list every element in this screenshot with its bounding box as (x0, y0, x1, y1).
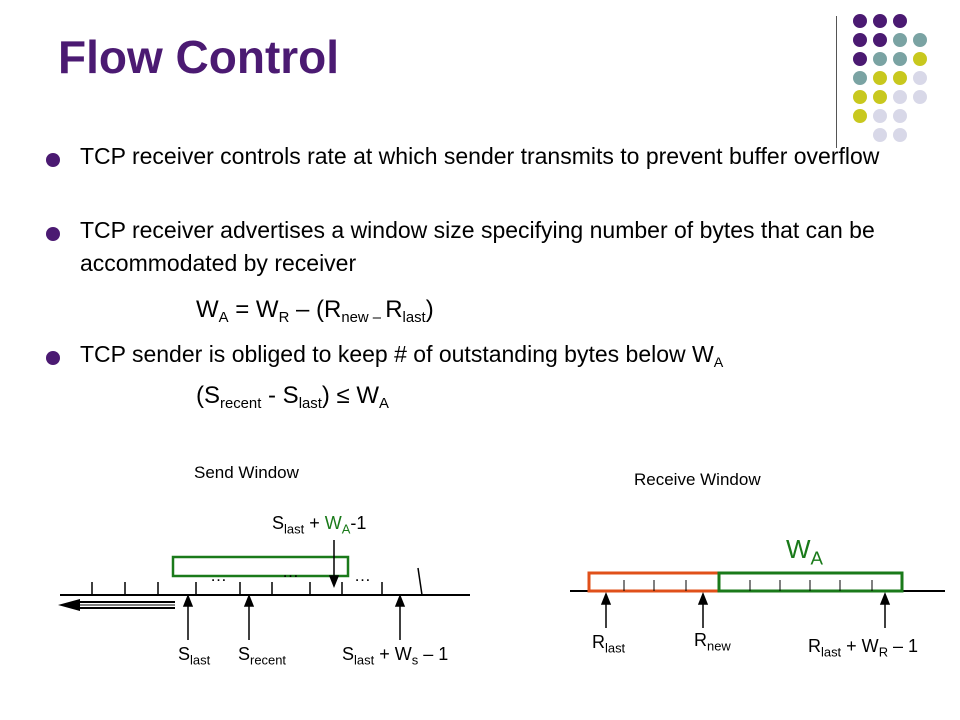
ellipsis-3: … (354, 566, 371, 585)
bullet-marker (46, 153, 60, 167)
send-window-title: Send Window (194, 463, 299, 482)
decorative-dot (853, 14, 867, 28)
outstanding-inequality: (Srecent - Slast) ≤ WA (196, 382, 389, 413)
decorative-dot (853, 52, 867, 66)
label-s-recent: Srecent (238, 644, 287, 668)
decorative-dot (893, 14, 907, 28)
decorative-dot (873, 128, 887, 142)
decorative-dot (893, 90, 907, 104)
bullet-marker (46, 227, 60, 241)
decorative-dot (853, 109, 867, 123)
decorative-dot (873, 71, 887, 85)
decorative-dot (913, 52, 927, 66)
receive-axis-ticks (623, 580, 873, 591)
label-s-last-plus-ws: Slast + Ws – 1 (342, 644, 449, 668)
decorative-dot (853, 33, 867, 47)
decorative-dot (893, 33, 907, 47)
decorative-dot (893, 71, 907, 85)
ellipsis-1: … (210, 566, 227, 585)
decorative-dot (913, 71, 927, 85)
page-title: Flow Control (58, 31, 340, 83)
send-axis-ticks (91, 582, 383, 595)
ellipsis-2: … (282, 562, 299, 581)
bullet-text-2: TCP receiver advertises a window size sp… (80, 217, 875, 276)
receive-pointer-arrows (600, 591, 891, 628)
decorative-dot (873, 52, 887, 66)
decorative-dot-grid (830, 10, 960, 150)
decorative-dot (913, 33, 927, 47)
label-s-last: Slast (178, 644, 211, 668)
decorative-dot (873, 90, 887, 104)
advertised-window-label: WA (786, 534, 824, 569)
title-divider-line (836, 16, 837, 148)
send-window-upper-label: Slast + WA-1 (272, 513, 367, 537)
dot-grid-svg (853, 14, 927, 142)
bullet-text-1: TCP receiver controls rate at which send… (80, 143, 880, 169)
receive-window-title: Receive Window (634, 470, 761, 489)
decorative-dot (853, 90, 867, 104)
label-r-last-plus-wr: Rlast + WR – 1 (808, 636, 919, 660)
decorative-dot (913, 90, 927, 104)
send-window-box (171, 555, 350, 578)
label-r-last: Rlast (592, 632, 626, 656)
decorative-dot (873, 33, 887, 47)
decorative-dot (873, 14, 887, 28)
bullet-marker (46, 351, 60, 365)
decorative-dot (893, 52, 907, 66)
bullet-text-3: TCP sender is obliged to keep # of outst… (80, 341, 724, 371)
decorative-dot (873, 109, 887, 123)
decorative-dot (853, 71, 867, 85)
decorative-dot (893, 109, 907, 123)
window-equation: WA = WR – (Rnew – Rlast) (196, 296, 434, 327)
label-r-new: Rnew (694, 630, 731, 654)
backward-arrow (58, 599, 175, 611)
decorative-dot (893, 128, 907, 142)
send-pointer-arrows (182, 540, 406, 640)
send-axis-end-mark (417, 567, 423, 596)
